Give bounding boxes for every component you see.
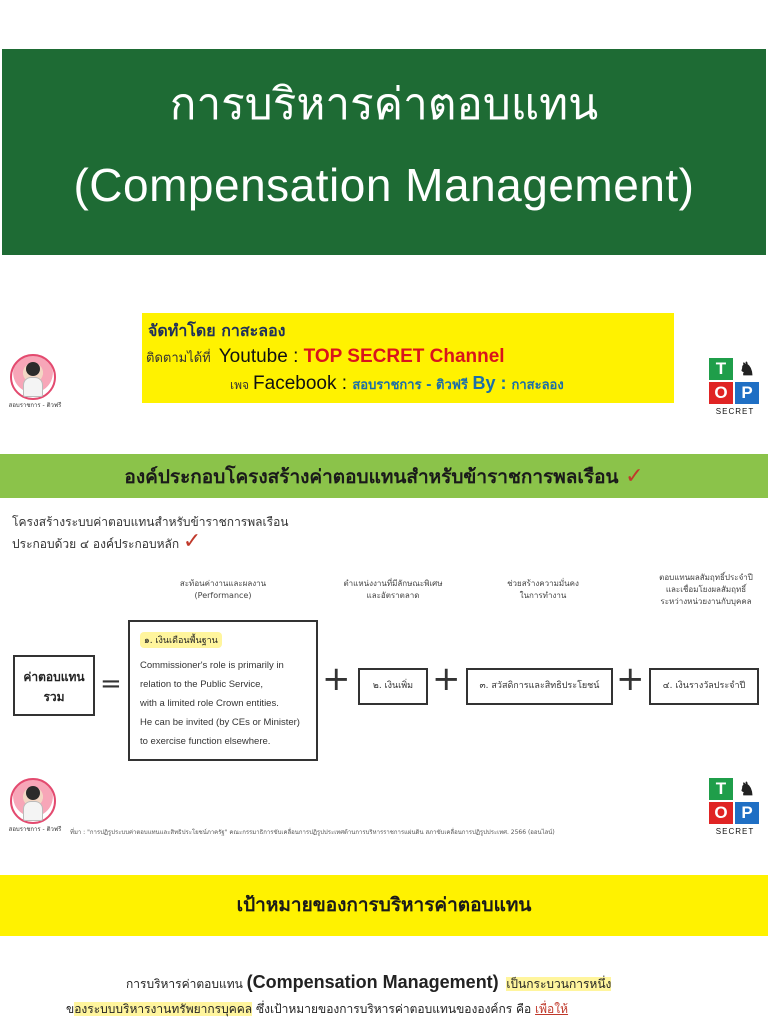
base-salary-box: ๑. เงินเดือนพื้นฐาน Commissioner's role … [128, 620, 318, 761]
base-salary-label: ๑. เงินเดือนพื้นฐาน [140, 632, 222, 648]
goals-paragraph-line-1: การบริหารค่าตอบแทน (Compensation Managem… [126, 972, 612, 994]
structure-title: องค์ประกอบโครงสร้างค่าตอบแทนสำหรับข้าราช… [0, 462, 768, 492]
logo-p: P [735, 382, 759, 404]
p2-highlight: องระบบบริหารงานทรัพยากรบุคคล [74, 1002, 253, 1016]
plus-sign-1: + [322, 659, 351, 699]
avatar: สอบราชการ - ติวฟรี [6, 776, 64, 834]
follow-prefix: ติดตามได้ที่ [146, 351, 211, 366]
logo-o: O [709, 382, 733, 404]
header-special: ตำแหน่งงานที่มีลักษณะพิเศษ และอัตราตลาด [343, 579, 443, 600]
avatar-body [23, 801, 43, 821]
logo-t: T [709, 778, 733, 800]
avatar-head [26, 362, 40, 376]
top-secret-logo: T ♞ O P SECRET [709, 778, 761, 844]
header-annual: ตอบแทนผลสัมฤทธิ์ประจำปี และเชื่อมโยงผลสั… [659, 573, 753, 606]
structure-banner: องค์ประกอบโครงสร้างค่าตอบแทนสำหรับข้าราช… [0, 454, 768, 498]
p2-underlined: เพื่อให้ [535, 1002, 569, 1016]
structure-title-text: องค์ประกอบโครงสร้างค่าตอบแทนสำหรับข้าราช… [124, 466, 619, 488]
youtube-line: ติดตามได้ที่ Youtube : TOP SECRET Channel [146, 346, 505, 368]
p1-highlight: เป็นกระบวนการหนึ่ง [506, 977, 612, 991]
goals-banner: เป้าหมายของการบริหารค่าตอบแทน [0, 875, 768, 936]
welfare-box: ๓. สวัสดิการและสิทธิประโยชน์ [466, 668, 613, 705]
annual-bonus-box: ๔. เงินรางวัลประจำปี [649, 668, 759, 705]
title-english: (Compensation Management) [73, 159, 695, 211]
p1-text: การบริหารค่าตอบแทน [126, 977, 247, 991]
structure-intro: โครงสร้างระบบค่าตอบแทนสำหรับข้าราชการพลเ… [12, 512, 288, 554]
facebook-label: Facebook : [253, 373, 353, 394]
logo-o: O [709, 802, 733, 824]
plus-sign-2: + [432, 659, 461, 699]
header-performance: สะท้อนค่างานและผลงาน (Performance) [179, 579, 267, 600]
intro-line-1: โครงสร้างระบบค่าตอบแทนสำหรับข้าราชการพลเ… [12, 515, 289, 529]
author-name: กาสะลอง [511, 378, 564, 393]
youtube-label: Youtube : [218, 346, 304, 367]
p1-english: (Compensation Management) [246, 972, 499, 992]
logo-secret: SECRET [715, 827, 755, 836]
logo-p: P [735, 802, 759, 824]
intro-line-2-text: ประกอบด้วย ๔ องค์ประกอบหลัก [12, 537, 180, 551]
top-secret-logo: T ♞ O P SECRET [709, 358, 761, 424]
lion-icon: ♞ [735, 358, 759, 380]
avatar-body [23, 377, 43, 397]
slide-structure: องค์ประกอบโครงสร้างค่าตอบแทนสำหรับข้าราช… [0, 444, 768, 842]
page-prefix: เพจ [230, 378, 250, 392]
slide-title: การบริหารค่าตอบแทน (Compensation Managem… [0, 0, 768, 420]
avatar-head [26, 786, 40, 800]
avatar: สอบราชการ - ติวฟรี [6, 352, 64, 410]
p2-start: ข [66, 1002, 75, 1016]
check-icon: ✓ [182, 529, 202, 554]
title-thai: การบริหารค่าตอบแทน [169, 79, 599, 130]
allowance-box: ๒. เงินเพิ่ม [358, 668, 428, 705]
source-note: ที่มา : "การปฏิรูประบบค่าตอบแทนและสิทธิป… [70, 829, 555, 836]
plus-sign-3: + [616, 659, 645, 699]
title-banner: การบริหารค่าตอบแทน (Compensation Managem… [2, 49, 766, 255]
credit-box: จัดทำโดย กาสะลอง ติดตามได้ที่ Youtube : T… [142, 313, 674, 403]
p2-text: ซึ่งเป้าหมายของการบริหารค่าตอบแทนขององค์… [252, 1002, 536, 1016]
logo-secret: SECRET [715, 407, 755, 416]
equals-sign: = [100, 669, 122, 699]
logo-t: T [709, 358, 733, 380]
header-security: ช่วยสร้างความมั่นคง ในการทำงาน [507, 579, 579, 600]
made-by: จัดทำโดย กาสะลอง [148, 321, 286, 340]
total-compensation-box: ค่าตอบแทน รวม [13, 655, 95, 716]
avatar-caption: สอบราชการ - ติวฟรี [8, 402, 62, 409]
goals-paragraph-line-2: ของระบบบริหารงานทรัพยากรบุคคล ซึ่งเป้าหม… [66, 1000, 568, 1019]
page-name: สอบราชการ - ติวฟรี [352, 378, 473, 393]
by-label: By : [472, 373, 512, 393]
avatar-caption: สอบราชการ - ติวฟรี [8, 826, 62, 833]
channel-name: TOP SECRET Channel [303, 346, 505, 367]
intro-line-2: ประกอบด้วย ๔ องค์ประกอบหลัก ✓ [12, 529, 288, 554]
check-icon: ✓ [625, 464, 644, 489]
base-salary-text: Commissioner's role is primarily in rela… [140, 660, 300, 747]
lion-icon: ♞ [735, 778, 759, 800]
